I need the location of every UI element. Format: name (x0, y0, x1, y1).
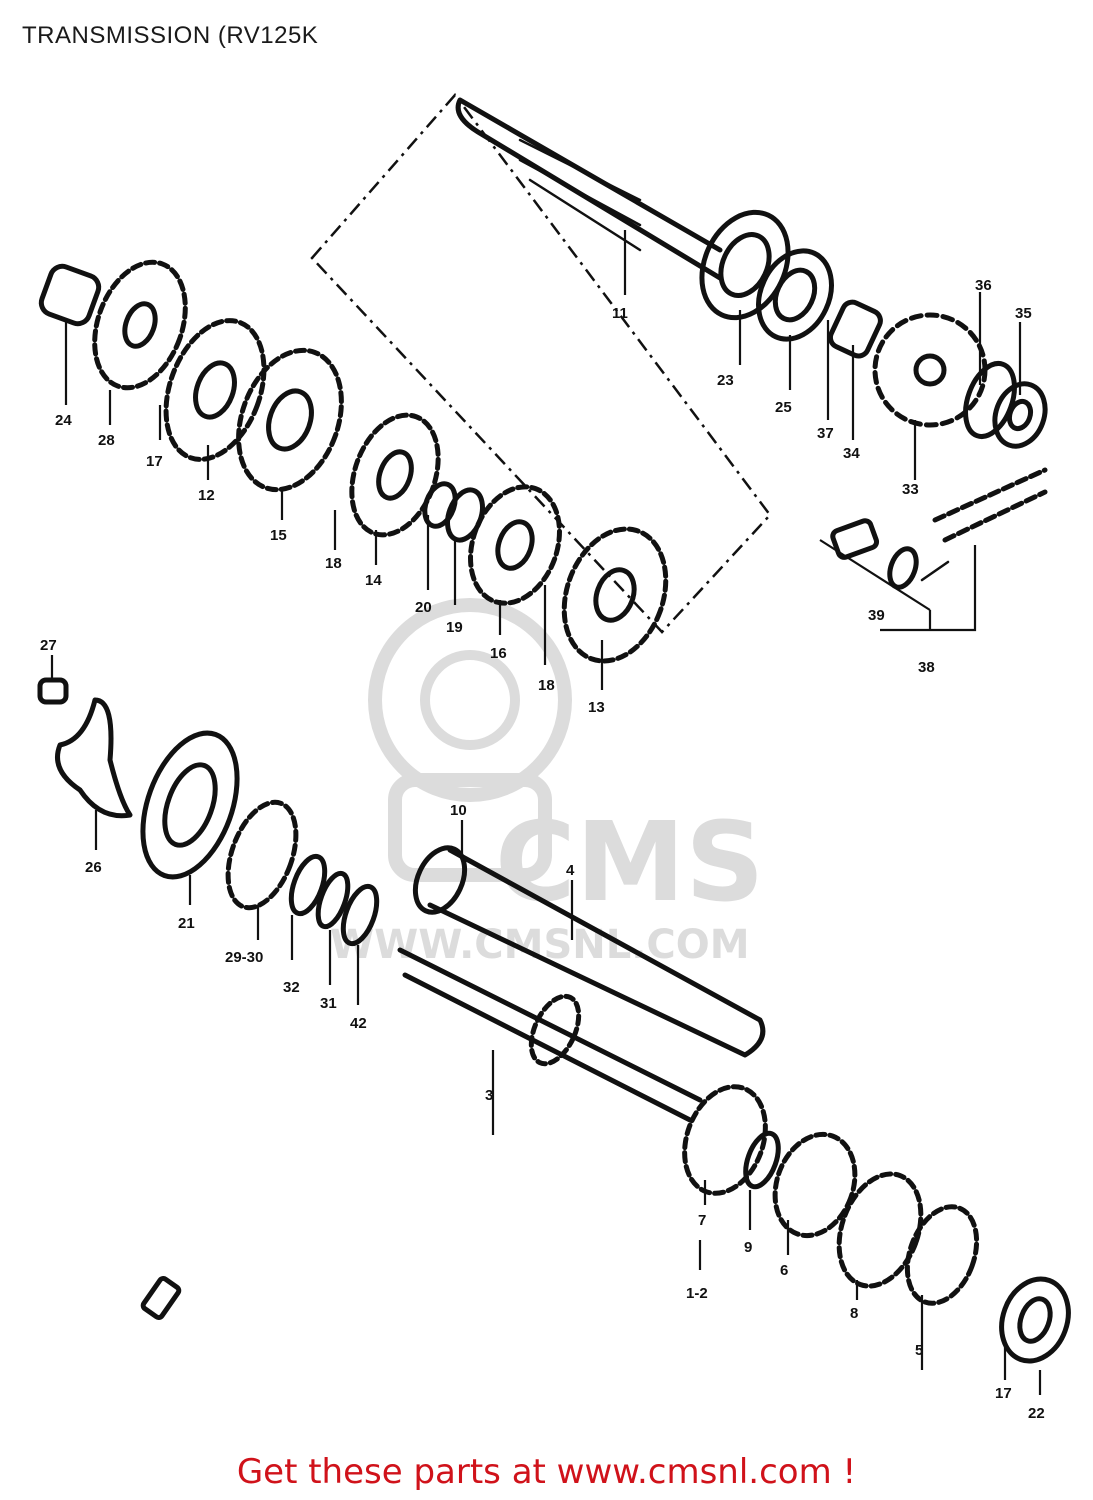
gear-28 (92, 259, 188, 391)
callout-8: 8 (850, 1305, 858, 1322)
callout-3: 3 (485, 1087, 493, 1104)
gear-5 (904, 1204, 980, 1306)
callout-9: 9 (744, 1239, 752, 1256)
bearing-21 (140, 730, 240, 880)
circlip-31 (315, 870, 351, 930)
bearing-retainer-26 (55, 697, 133, 819)
washer-20 (422, 481, 458, 529)
callout-7: 7 (698, 1212, 706, 1229)
lock-washer-36 (963, 361, 1017, 439)
callout-14: 14 (365, 572, 382, 589)
nut-35 (992, 381, 1048, 449)
callout-33: 33 (902, 481, 919, 498)
cms-watermark: CMS WWW.CMSNL.COM (330, 598, 764, 968)
callout-34: 34 (843, 445, 860, 462)
bushing-17-22 (999, 1276, 1071, 1364)
gear-15 (236, 347, 344, 493)
callout-10: 10 (450, 802, 467, 819)
callout-27: 27 (40, 637, 57, 654)
callout-1-2: 1-2 (686, 1285, 708, 1302)
mainshaft-group (37, 677, 1071, 1364)
gear-12 (163, 318, 267, 462)
callout-39: 39 (868, 607, 885, 624)
gear-7 (682, 1084, 768, 1196)
callout-5: 5 (915, 1342, 923, 1359)
callout-28: 28 (98, 432, 115, 449)
callout-36: 36 (975, 277, 992, 294)
callout-22: 22 (1028, 1405, 1045, 1422)
watermark-url: WWW.CMSNL.COM (330, 922, 750, 968)
callout-19: 19 (446, 619, 463, 636)
callout-25: 25 (775, 399, 792, 416)
callout-18a: 18 (325, 555, 342, 572)
footer-promo-link[interactable]: Get these parts at www.cmsnl.com ! (236, 1452, 857, 1492)
callout-6: 6 (780, 1262, 788, 1279)
small-part (140, 1276, 182, 1320)
page-title: TRANSMISSION (RV125K (22, 22, 319, 49)
shaft-3-gear (528, 993, 582, 1067)
bolt-27 (37, 677, 69, 705)
assembly-boundary (310, 93, 772, 634)
bushing-24 (38, 263, 102, 327)
callout-13: 13 (588, 699, 605, 716)
washer-32 (288, 853, 328, 917)
callout-labels: 11 23 25 37 34 33 36 35 24 28 17 12 15 1… (40, 277, 1045, 1422)
callout-38: 38 (918, 659, 935, 676)
callout-18b: 18 (538, 677, 555, 694)
callout-11: 11 (612, 305, 628, 322)
callout-16: 16 (490, 645, 507, 662)
callout-12: 12 (198, 487, 215, 504)
leader-lines (50, 230, 1042, 1395)
callout-21: 21 (178, 915, 195, 932)
oil-seal-25 (756, 248, 834, 342)
drive-chain-38 (819, 467, 1048, 632)
watermark-logo: CMS (495, 798, 764, 926)
callout-24: 24 (55, 412, 72, 429)
bearing-23 (699, 209, 791, 321)
callout-42: 42 (350, 1015, 367, 1032)
countershaft-group (38, 93, 1048, 664)
gear-16 (468, 484, 562, 606)
callout-29-30: 29-30 (225, 949, 263, 966)
callout-26: 26 (85, 859, 102, 876)
callout-23: 23 (717, 372, 734, 389)
gear-29-30 (225, 799, 299, 911)
callout-31: 31 (320, 995, 337, 1012)
drive-sprocket-33 (872, 312, 988, 428)
callout-17b: 17 (995, 1385, 1012, 1402)
callout-32: 32 (283, 979, 300, 996)
spacer-34 (827, 299, 883, 359)
mainshaft-3 (397, 947, 703, 1123)
callout-20: 20 (415, 599, 432, 616)
callout-35: 35 (1015, 305, 1032, 322)
callout-37: 37 (817, 425, 834, 442)
gear-8 (836, 1171, 924, 1289)
mainshaft-4 (412, 845, 766, 1058)
gear-13 (561, 526, 669, 664)
callout-17a: 17 (146, 453, 163, 470)
callout-15: 15 (270, 527, 287, 544)
callout-4: 4 (566, 862, 575, 879)
washer-42 (340, 883, 380, 947)
gear-6 (772, 1131, 858, 1239)
washer-9 (743, 1130, 781, 1190)
countershaft (455, 97, 723, 281)
